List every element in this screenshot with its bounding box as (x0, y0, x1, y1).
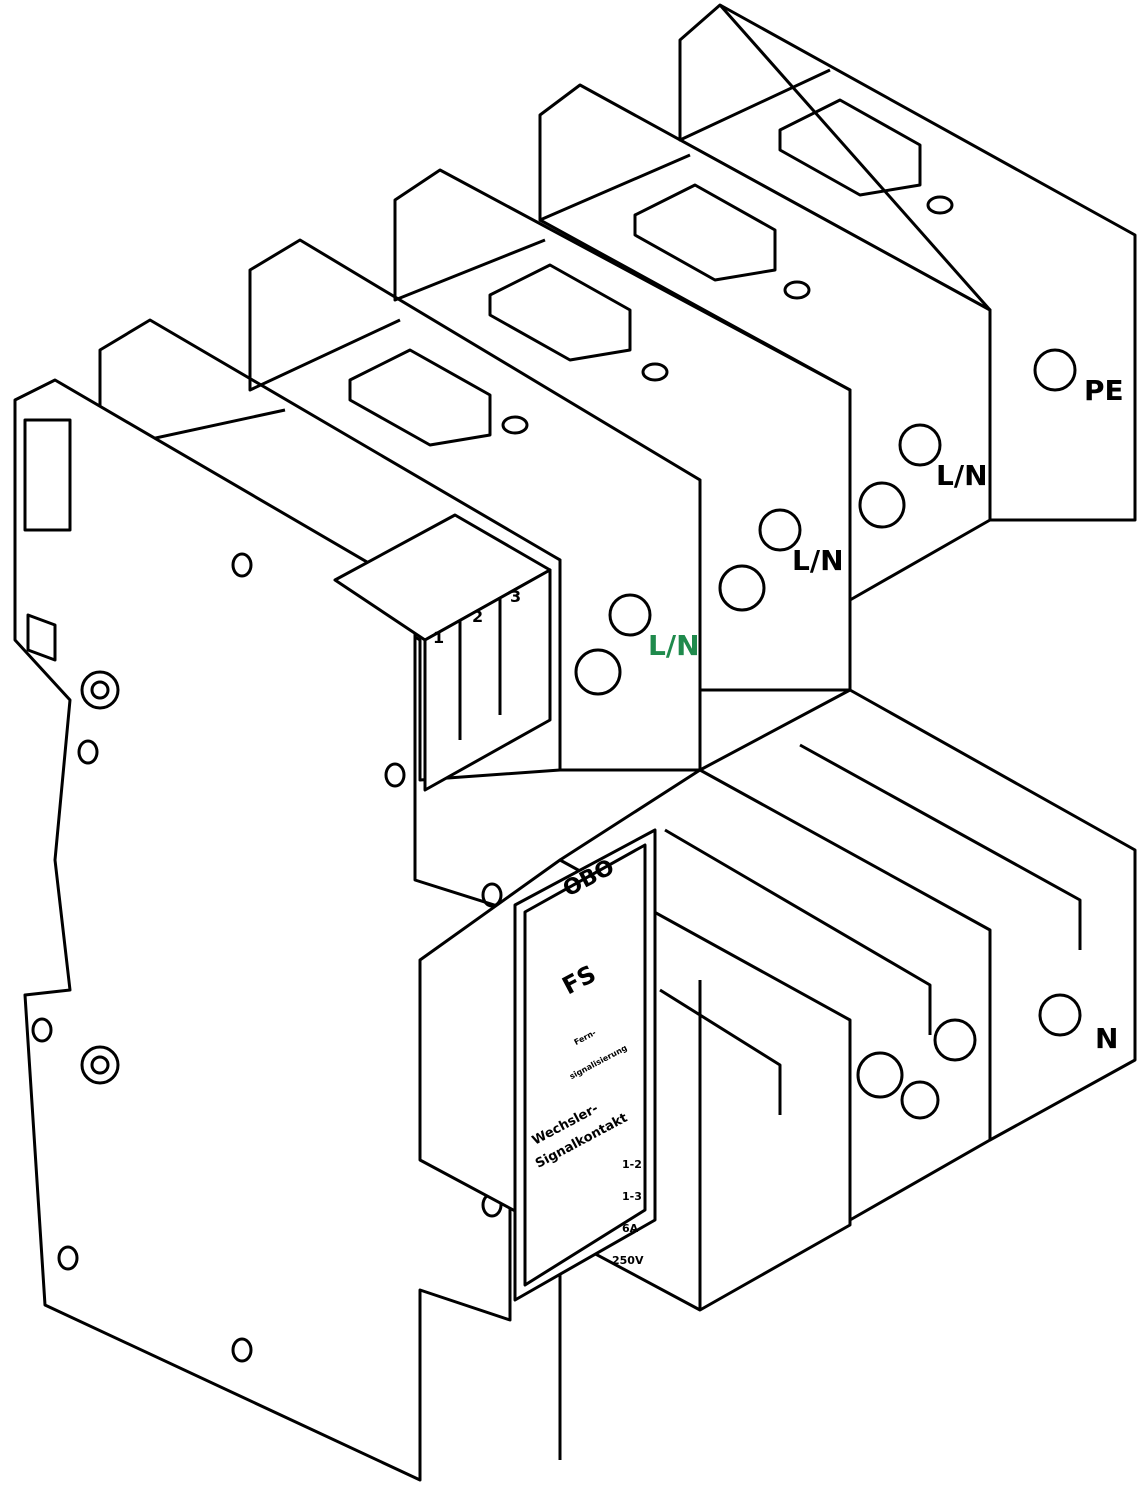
contact-number: 3 (510, 587, 521, 606)
mounting-holes (23, 418, 503, 1363)
spec-value: 1-2 (622, 1158, 642, 1171)
screw-icons (574, 348, 1082, 1120)
signal-contact-block (333, 513, 552, 792)
contact-number: 1 (433, 628, 444, 647)
terminal-label-ln-3: L/N (936, 459, 988, 492)
spec-value: 1-3 (622, 1190, 642, 1203)
left-side-plate (13, 378, 512, 1482)
contact-number: 2 (472, 607, 483, 626)
spec-value: 6A (622, 1222, 639, 1235)
terminal-label-ln-1: L/N (648, 629, 700, 662)
terminal-label-ln-2: L/N (792, 544, 844, 577)
terminal-openings (348, 98, 954, 447)
terminal-label-n: N (1095, 1022, 1118, 1055)
terminal-label-pe: PE (1084, 374, 1124, 407)
front-label-panel (513, 828, 657, 1302)
spec-value: 250V (612, 1254, 644, 1267)
